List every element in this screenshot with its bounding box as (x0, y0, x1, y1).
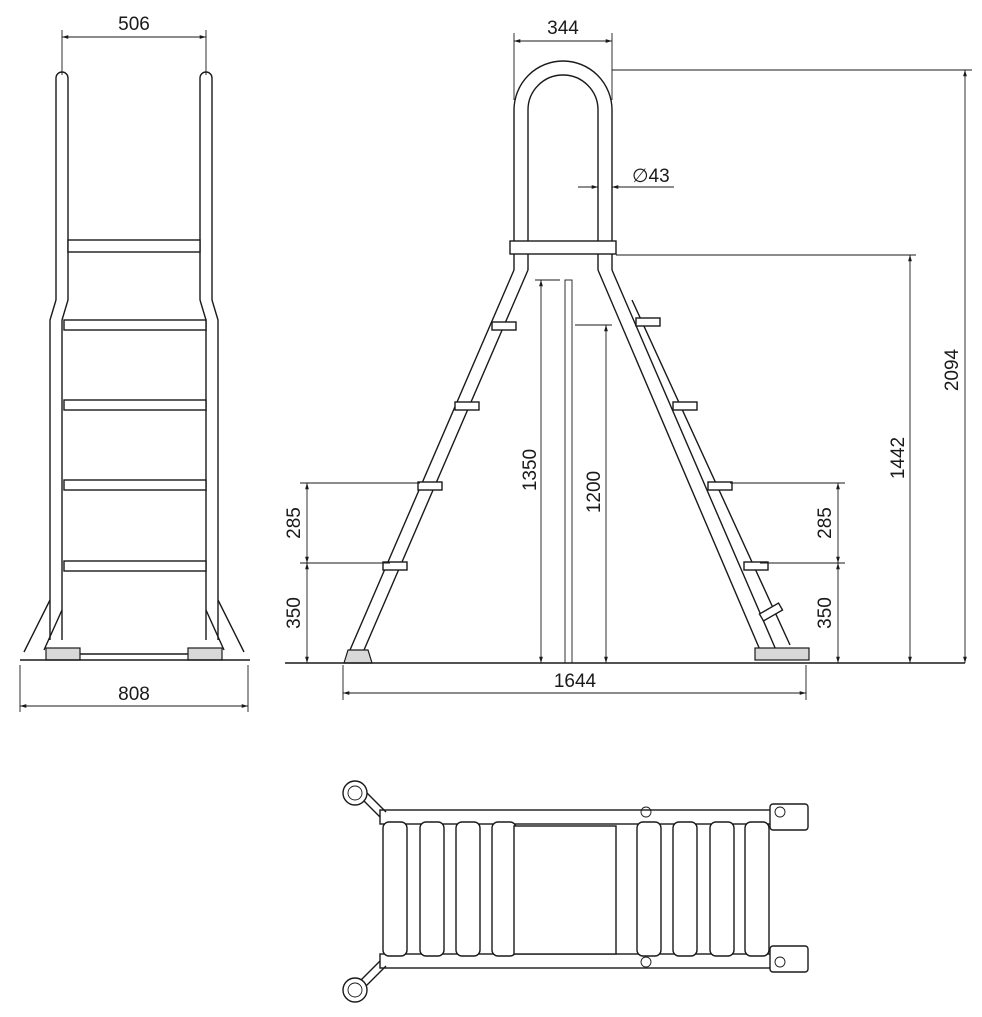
dim-top-width: 506 (118, 14, 150, 35)
bottom-left-wheel (342, 977, 368, 1003)
dim-arch-width: 344 (547, 18, 579, 39)
dim-total-height: 2094 (942, 348, 963, 391)
left-leg (349, 269, 529, 651)
dim-left-step-spacing: 285 (284, 507, 305, 539)
left-side-foot (343, 649, 373, 664)
dim-left-first-step: 350 (284, 597, 305, 629)
front-view: 506 808 (19, 14, 250, 712)
arch-band (509, 240, 617, 255)
platform-bar (67, 239, 201, 253)
front-steps (63, 319, 207, 572)
side-view: 344 ∅43 1350 1200 (284, 18, 972, 700)
left-handrail (55, 71, 69, 300)
right-handrail (199, 71, 213, 300)
top-view-platform (513, 825, 617, 955)
arch-outer (513, 60, 613, 270)
dim-tube-diameter: ∅43 (632, 166, 670, 187)
side-step-brackets (382, 317, 784, 622)
dim-water-depth: 1200 (584, 471, 605, 513)
dim-base-width: 808 (118, 684, 150, 705)
right-side-foot (754, 647, 810, 661)
right-leg (597, 269, 791, 651)
dim-platform-height: 1442 (888, 437, 909, 479)
dim-inner-height: 1350 (520, 449, 541, 491)
dim-footprint-length: 1644 (554, 671, 597, 692)
top-view-steps (382, 821, 770, 957)
top-left-wheel (342, 780, 368, 806)
left-foot (45, 647, 81, 661)
top-view (342, 780, 809, 1003)
arch-inner (527, 74, 599, 270)
dim-right-step-spacing: 285 (815, 507, 836, 539)
dim-right-first-step: 350 (815, 597, 836, 629)
right-foot (187, 647, 223, 661)
